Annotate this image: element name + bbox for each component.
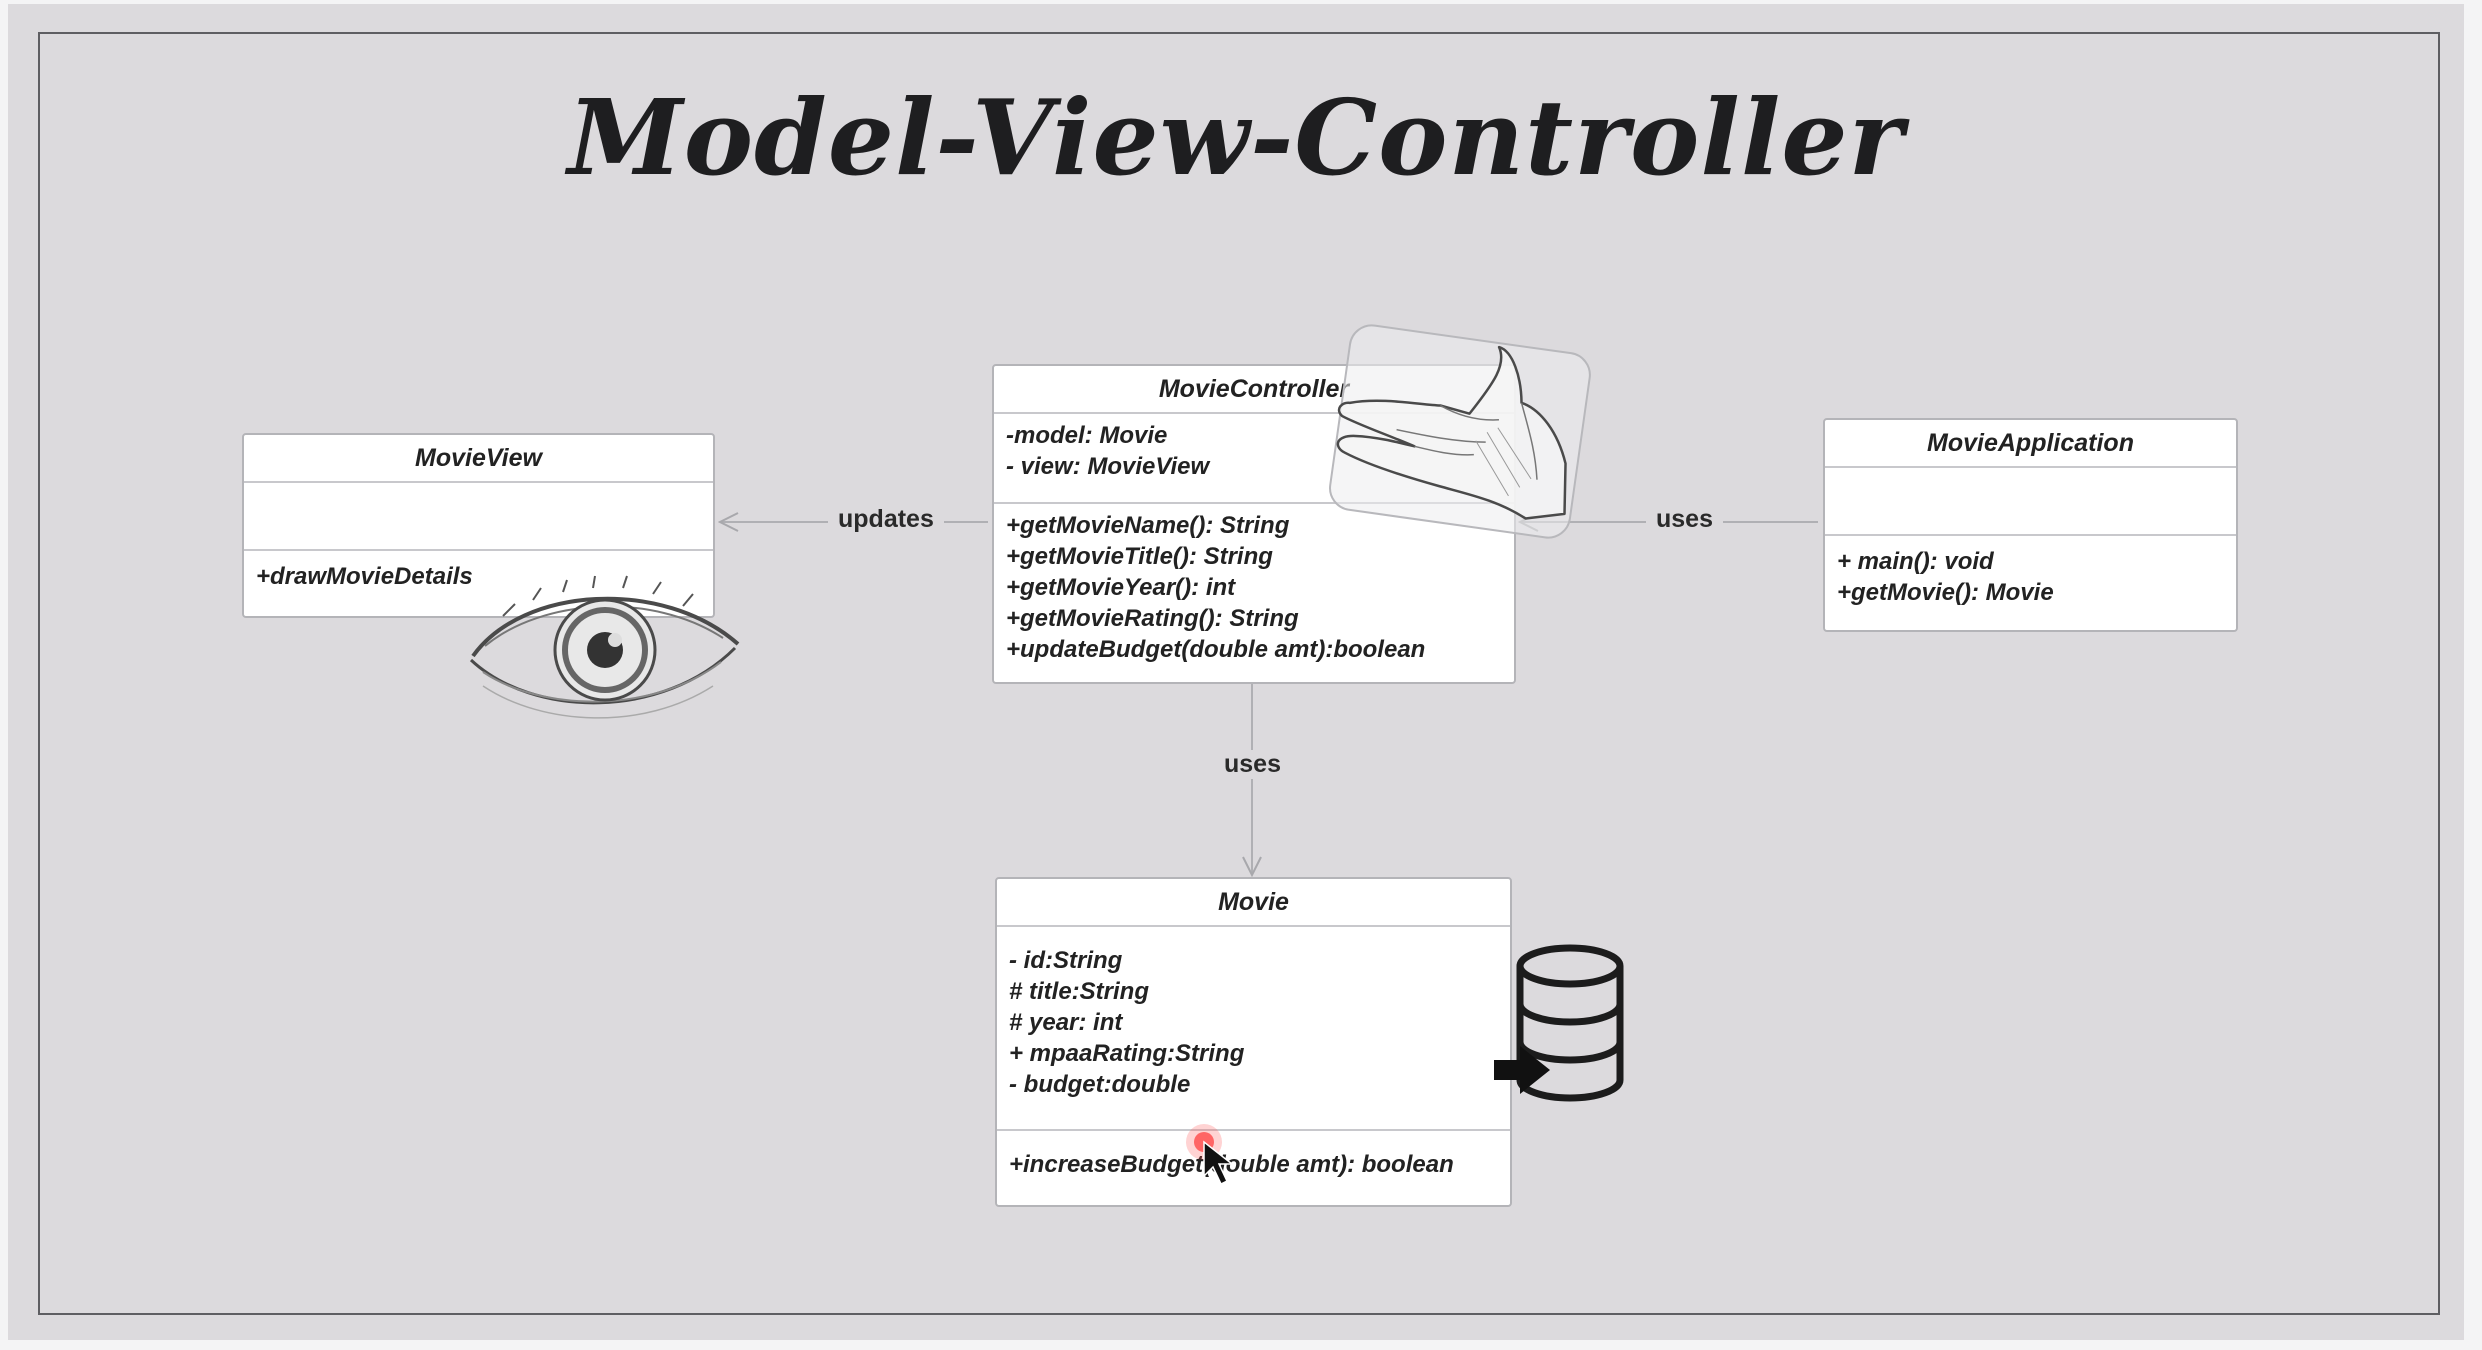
uses-label-model: uses: [1214, 750, 1291, 779]
moviecontroller-attribute: - view: MovieView: [1006, 453, 1210, 480]
movieapplication-methods: + main(): void +getMovie(): Movie: [1825, 534, 2236, 614]
database-icon: [1494, 944, 1624, 1102]
movie-attribute: - id:String: [1009, 947, 1123, 974]
moviecontroller-method: +getMovieYear(): int: [1006, 574, 1236, 601]
updates-label: updates: [828, 505, 944, 534]
moviecontroller-method: +updateBudget(double amt):boolean: [1006, 636, 1426, 663]
movieapplication-method: + main(): void: [1837, 548, 1994, 575]
movie-attribute: + mpaaRating:String: [1009, 1040, 1245, 1067]
moviecontroller-methods: +getMovieName(): String +getMovieTitle()…: [994, 502, 1514, 671]
moviecontroller-attributes: -model: Movie - view: MovieView: [994, 414, 1514, 502]
mouse-cursor-icon: [1186, 1124, 1235, 1186]
moviecontroller-class-name: MovieController: [994, 366, 1514, 414]
movieview-methods: +drawMovieDetails: [244, 549, 713, 598]
moviecontroller-method: +getMovieTitle(): String: [1006, 543, 1273, 570]
movie-attributes: - id:String # title:String # year: int +…: [997, 927, 1510, 1129]
moviecontroller-method: +getMovieRating(): String: [1006, 605, 1299, 632]
uses-label-application: uses: [1646, 505, 1723, 534]
moviecontroller-class: MovieController -model: Movie - view: Mo…: [992, 364, 1516, 684]
movie-class-name: Movie: [997, 879, 1510, 927]
arrow-icon: [1494, 1046, 1550, 1094]
movie-attribute: - budget:double: [1009, 1071, 1191, 1098]
movieview-class: MovieView +drawMovieDetails: [242, 433, 715, 618]
movie-class: Movie - id:String # title:String # year:…: [995, 877, 1512, 1207]
movieapplication-class-name: MovieApplication: [1825, 420, 2236, 468]
movieapplication-method: +getMovie(): Movie: [1837, 579, 2054, 606]
movie-attribute: # year: int: [1009, 1009, 1123, 1036]
slide: Model-View-Controller updates uses uses …: [8, 4, 2464, 1340]
movieview-class-name: MovieView: [244, 435, 713, 483]
movieapplication-class: MovieApplication + main(): void +getMovi…: [1823, 418, 2238, 632]
slide-frame: [38, 32, 2440, 1315]
movie-attribute: # title:String: [1009, 978, 1150, 1005]
moviecontroller-method: +getMovieName(): String: [1006, 512, 1290, 539]
hand-icon: [1329, 324, 1591, 539]
moviecontroller-attribute: -model: Movie: [1006, 422, 1168, 449]
movieview-method: +drawMovieDetails: [256, 563, 473, 590]
page-title: Model-View-Controller: [567, 76, 1905, 199]
eye-icon: [469, 575, 740, 719]
